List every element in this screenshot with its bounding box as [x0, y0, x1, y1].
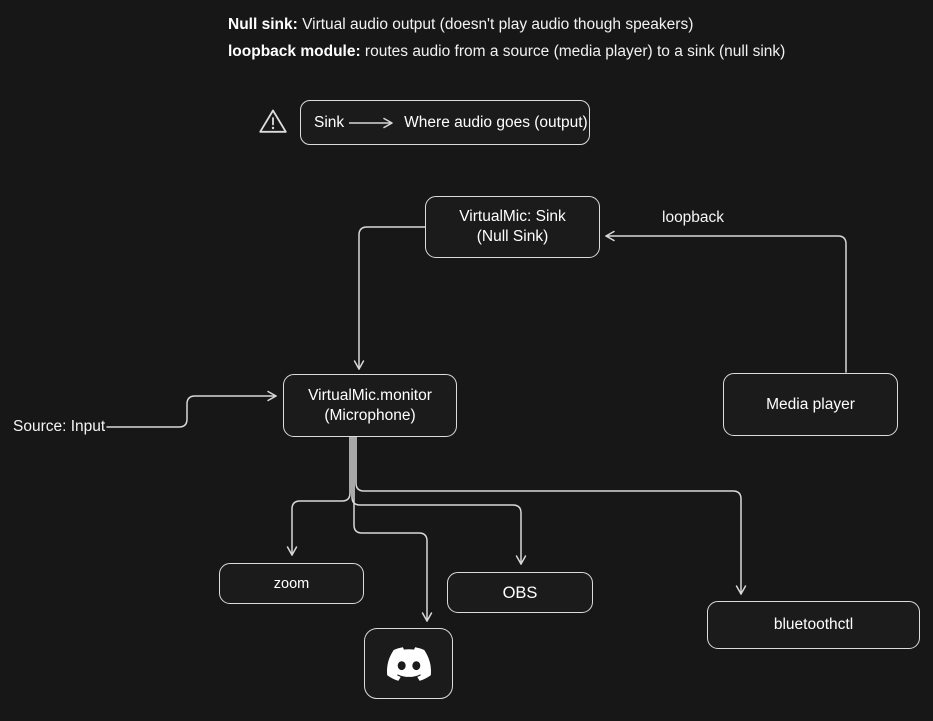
legend-term: Sink [314, 113, 345, 131]
node-virtualmic-sink[interactable]: VirtualMic: Sink (Null Sink) [425, 196, 600, 258]
note-null-sink-text: Virtual audio output (doesn't play audio… [297, 16, 694, 33]
note-null-sink-term: Null sink: [228, 16, 298, 33]
node-zoom[interactable]: zoom [219, 563, 364, 604]
edge-label-source-input: Source: Input [13, 418, 106, 435]
edge-sink-to-monitor[interactable] [353, 226, 426, 370]
edge-monitor-to-zoom[interactable] [286, 436, 351, 556]
node-media-player[interactable]: Media player [723, 373, 898, 436]
edge-monitor-to-bluetoothctl[interactable] [355, 436, 747, 595]
edge-source-to-monitor[interactable] [106, 390, 277, 428]
node-virtualmic-sink-subtitle: (Null Sink) [476, 228, 549, 245]
node-media-player-label: Media player [766, 395, 855, 413]
warning-icon[interactable] [258, 107, 288, 135]
node-discord[interactable] [364, 628, 453, 699]
node-obs[interactable]: OBS [447, 572, 593, 613]
note-loopback-module: loopback module: routes audio from a sou… [228, 43, 785, 61]
legend-box[interactable]: Sink Where audio goes (output) [300, 100, 590, 145]
legend-definition: Where audio goes (output) [404, 113, 588, 131]
arrow-icon [349, 117, 393, 128]
note-null-sink: Null sink: Virtual audio output (doesn't… [228, 16, 693, 34]
node-zoom-label: zoom [273, 575, 310, 592]
node-bluetoothctl[interactable]: bluetoothctl [707, 601, 920, 649]
edge-monitor-to-discord[interactable] [353, 436, 433, 622]
edge-label-loopback: loopback [662, 209, 725, 226]
node-virtualmic-monitor-title: VirtualMic.monitor [308, 386, 432, 404]
node-virtualmic-monitor[interactable]: VirtualMic.monitor (Microphone) [283, 374, 457, 437]
node-virtualmic-monitor-subtitle: (Microphone) [324, 406, 416, 424]
edge-mediaplayer-to-sink[interactable] [605, 230, 847, 373]
discord-icon [386, 646, 431, 681]
note-loopback-module-text: routes audio from a source (media player… [360, 43, 786, 60]
node-virtualmic-sink-title: VirtualMic: Sink [459, 208, 566, 225]
node-bluetoothctl-label: bluetoothctl [773, 616, 854, 633]
edge-monitor-to-obs[interactable] [351, 436, 527, 565]
note-loopback-module-term: loopback module: [228, 43, 361, 60]
node-obs-label: OBS [502, 583, 538, 602]
